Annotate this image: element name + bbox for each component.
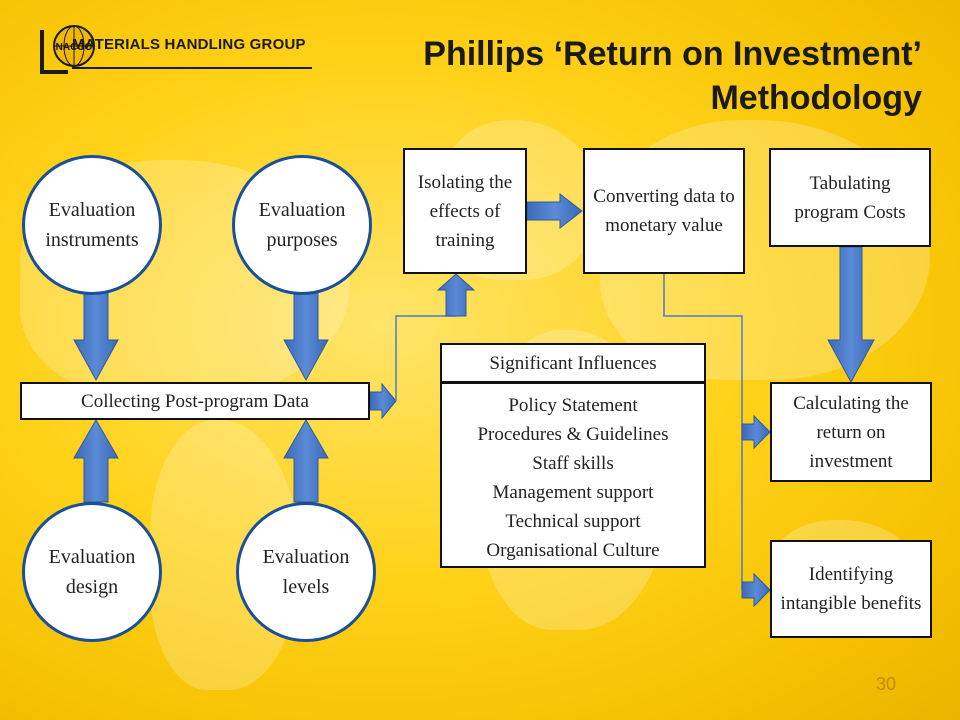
page-title: Phillips ‘Return on Investment’ Methodol… bbox=[423, 32, 922, 120]
connector-collecting-to-isolating bbox=[395, 315, 456, 401]
influence-item: Staff skills bbox=[532, 453, 614, 474]
title-line-1: Phillips ‘Return on Investment’ bbox=[423, 35, 922, 73]
globe-logo-icon: NACCO bbox=[40, 25, 95, 74]
connector-converting-down bbox=[663, 274, 743, 590]
arrow-levels-to-collecting bbox=[283, 419, 329, 503]
converting-data-box: Converting data to monetary value bbox=[583, 148, 745, 274]
significant-influences-header: Significant Influences bbox=[440, 343, 706, 383]
arrow-collecting-right bbox=[369, 382, 397, 420]
collecting-data-box: Collecting Post-program Data bbox=[20, 382, 370, 420]
arrow-instruments-to-collecting bbox=[73, 291, 119, 382]
isolating-effects-box: Isolating the effects of training bbox=[403, 148, 527, 274]
evaluation-purposes-node: Evaluation purposes bbox=[232, 155, 372, 295]
evaluation-design-node: Evaluation design bbox=[22, 502, 162, 642]
tabulating-costs-box: Tabulating program Costs bbox=[769, 148, 931, 247]
logo-text: MATERIALS HANDLING GROUP bbox=[72, 36, 306, 53]
logo-badge: NACCO bbox=[56, 42, 93, 53]
influence-item: Organisational Culture bbox=[486, 540, 660, 561]
arrow-to-calculating bbox=[741, 414, 771, 450]
identifying-benefits-box: Identifying intangible benefits bbox=[770, 540, 932, 638]
arrow-to-identifying bbox=[741, 572, 771, 608]
arrow-design-to-collecting bbox=[73, 419, 119, 503]
influences-list: Policy Statement Procedures & Guidelines… bbox=[440, 382, 706, 568]
influence-item: Management support bbox=[492, 482, 654, 503]
evaluation-levels-node: Evaluation levels bbox=[236, 502, 376, 642]
title-line-2: Methodology bbox=[710, 79, 922, 117]
arrow-purposes-to-collecting bbox=[283, 291, 329, 382]
evaluation-instruments-node: Evaluation instruments bbox=[22, 155, 162, 295]
arrow-isolating-to-converting bbox=[526, 192, 583, 230]
page-number: 30 bbox=[876, 674, 897, 694]
calculating-roi-box: Calculating the return on investment bbox=[770, 382, 932, 482]
influence-item: Procedures & Guidelines bbox=[477, 424, 669, 445]
logo-underline bbox=[72, 67, 312, 69]
arrow-up-to-isolating bbox=[436, 273, 476, 317]
influence-item: Policy Statement bbox=[508, 395, 638, 416]
company-logo: NACCO bbox=[38, 22, 338, 74]
influence-item: Technical support bbox=[505, 511, 641, 532]
arrow-tabulating-to-calculating bbox=[827, 246, 875, 384]
